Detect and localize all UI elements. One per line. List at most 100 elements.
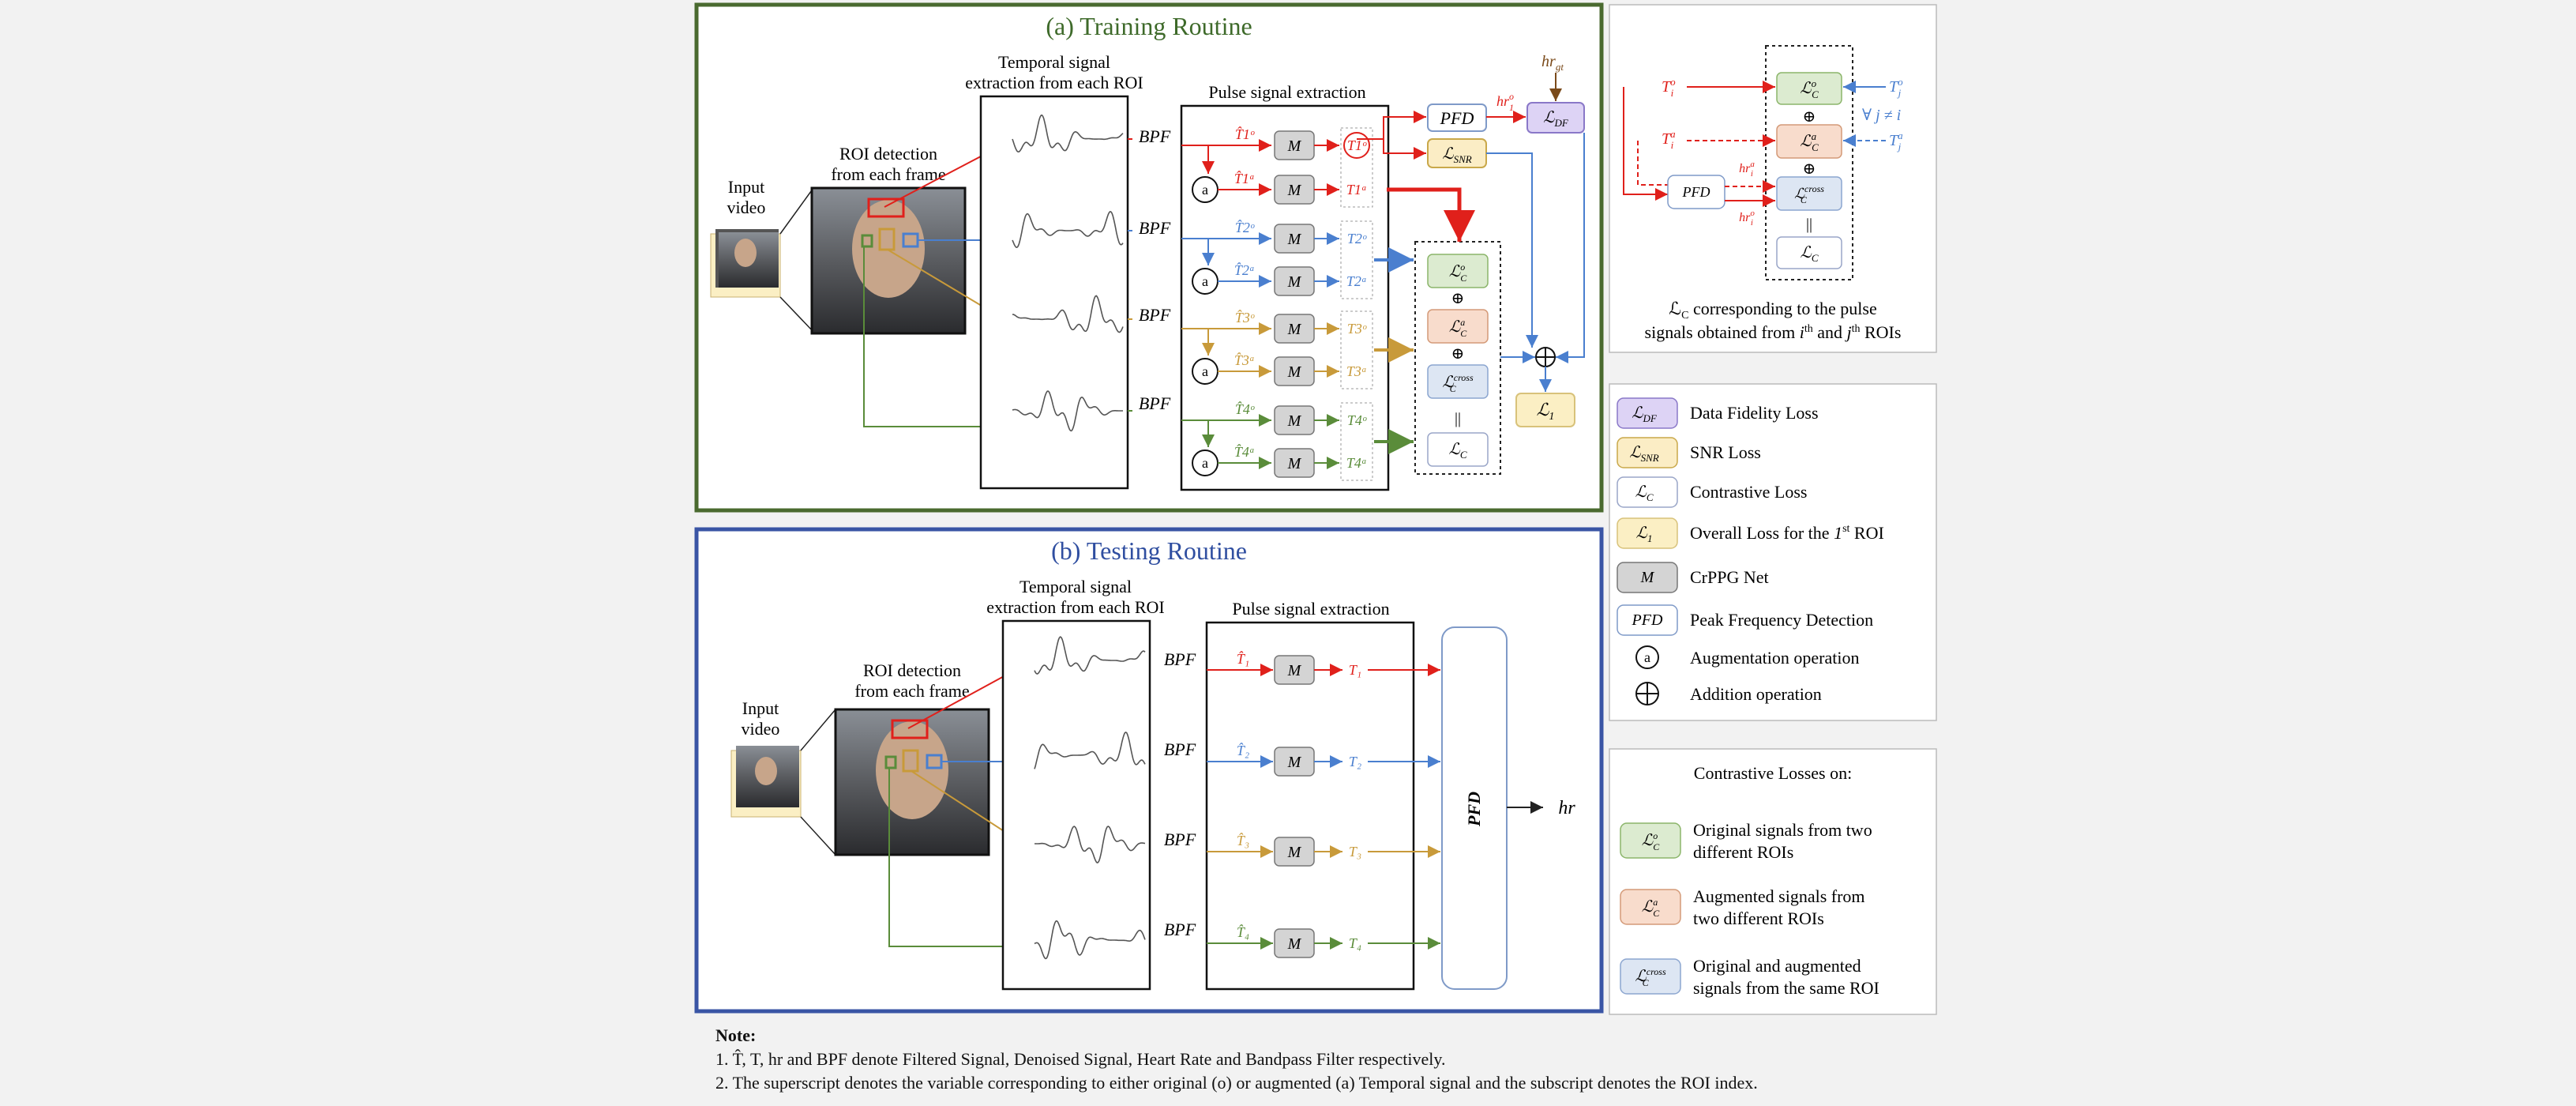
legend-item: a Augmentation operation	[1635, 645, 1859, 669]
testing-roi-label-1: ROI detection	[863, 660, 961, 680]
legend-panel	[1609, 383, 1937, 721]
temporal-wave	[1034, 636, 1146, 675]
testing-temporal-label-2: extraction from each ROI	[986, 597, 1164, 617]
temporal-wave	[1034, 731, 1146, 769]
training-temporal-label-2: extraction from each ROI	[965, 73, 1143, 92]
testing-hr-label: hr	[1558, 798, 1575, 818]
training-temporal-label-1: Temporal signal	[998, 52, 1110, 72]
crppg-net-label: M	[1287, 754, 1302, 771]
contrastive-pfd-box	[1667, 175, 1725, 209]
augmentation-label: a	[1202, 182, 1208, 198]
contrastive-caption-1: ℒC corresponding to the pulse	[1669, 299, 1877, 322]
testing-pfd-label: PFD	[1464, 792, 1484, 827]
lc-box	[1427, 432, 1489, 467]
legend-label: Overall Loss for the 1st ROI	[1690, 523, 1884, 543]
temporal-wave	[1012, 211, 1124, 249]
legend-label: Augmentation operation	[1690, 648, 1859, 668]
legend-item: Addition operation	[1635, 682, 1822, 705]
note-line-1: 1. T̂, T, hr and BPF denote Filtered Sig…	[715, 1049, 1446, 1069]
svg-text:Toi: Toi	[1662, 76, 1676, 99]
training-l1-box	[1515, 393, 1575, 427]
temporal-wave	[1035, 826, 1146, 864]
testing-roi-face-frame	[834, 708, 990, 856]
svg-text:⊕: ⊕	[1451, 345, 1465, 363]
crppg-net-label: M	[1287, 182, 1302, 199]
temporal-wave	[1012, 114, 1124, 153]
training-input-label-2: video	[727, 198, 766, 217]
svg-text:⊕: ⊕	[1803, 108, 1816, 126]
training-ldf-box	[1526, 102, 1585, 134]
svg-text:Toj: Toj	[1889, 76, 1903, 99]
svg-text:T̂1ᵃ: T̂1ᵃ	[1234, 171, 1255, 186]
svg-text:T̂₂: T̂₂	[1237, 743, 1249, 758]
svg-text:M: M	[1640, 569, 1655, 586]
contrastive-legend-line: different ROIs	[1693, 842, 1793, 862]
testing-input-label-1: Input	[742, 698, 779, 718]
svg-text:T̂3ᵒ: T̂3ᵒ	[1235, 310, 1255, 325]
svg-text:ℒoC: ℒoC	[1800, 77, 1819, 100]
contrastive-legend-line: Original and augmented	[1693, 956, 1861, 976]
crppg-net-label: M	[1287, 363, 1302, 381]
training-roi-face-frame	[810, 186, 967, 335]
legend-label: SNR Loss	[1690, 442, 1761, 462]
svg-text:Taj: Taj	[1889, 130, 1903, 152]
crppg-net-label: M	[1287, 231, 1302, 248]
svg-text:⊕: ⊕	[1803, 160, 1816, 178]
svg-text:T₃: T₃	[1349, 844, 1361, 860]
svg-text:T4ᵒ: T4ᵒ	[1347, 412, 1367, 428]
crppg-net-label: M	[1287, 662, 1302, 679]
testing-bpf-1: BPF	[1164, 649, 1196, 669]
training-pulse-rows: aT̂1ᵒT̂1ᵃMMT1ᵒT1ᵃaT̂2ᵒT̂2ᵃMMT2ᵒT2ᵃaT̂3ᵒT…	[1181, 126, 1414, 481]
svg-text:a: a	[1644, 649, 1650, 665]
legend-label: Peak Frequency Detection	[1690, 610, 1873, 630]
contrastive-pfd-label: PFD	[1682, 184, 1710, 200]
svg-text:||: ||	[1455, 410, 1461, 427]
svg-text:⊕: ⊕	[1451, 290, 1465, 307]
svg-text:T₁: T₁	[1349, 662, 1361, 678]
augmentation-label: a	[1202, 455, 1208, 471]
note-block: Note: 1. T̂, T, hr and BPF denote Filter…	[715, 1024, 1758, 1095]
crppg-net-label: M	[1287, 455, 1302, 472]
contrastive-legend-line: two different ROIs	[1693, 908, 1824, 928]
svg-text:T̂3ᵃ: T̂3ᵃ	[1234, 352, 1255, 368]
crppg-net-label: M	[1287, 273, 1302, 291]
contrastive-legend-title: Contrastive Losses on:	[1694, 763, 1852, 783]
contrastive-legend-line: Augmented signals from	[1693, 886, 1865, 906]
svg-text:ℒoC: ℒoC	[1642, 830, 1660, 852]
svg-text:ℒaC: ℒaC	[1800, 130, 1819, 153]
legend-label: Data Fidelity Loss	[1690, 403, 1819, 423]
testing-bpf-3: BPF	[1164, 830, 1196, 849]
svg-text:T̂₁: T̂₁	[1237, 651, 1249, 667]
svg-text:T2ᵒ: T2ᵒ	[1347, 231, 1367, 246]
crppg-net-label: M	[1287, 321, 1302, 338]
contrastive-forall: ∀ j ≠ i	[1862, 107, 1901, 124]
training-temporal-waves	[1012, 114, 1132, 432]
testing-pulse-label: Pulse signal extraction	[1232, 599, 1389, 619]
testing-title: (b) Testing Routine	[1051, 536, 1247, 565]
contrastive-detail-panel	[1609, 4, 1937, 353]
testing-input-video-icon	[730, 746, 802, 818]
svg-text:T̂4ᵒ: T̂4ᵒ	[1235, 401, 1255, 417]
training-input-video-icon	[710, 229, 781, 298]
svg-text:Tai: Tai	[1662, 128, 1676, 151]
training-pfd-label: PFD	[1440, 108, 1474, 128]
svg-text:T̂1ᵒ: T̂1ᵒ	[1235, 126, 1255, 142]
crppg-net-label: M	[1287, 844, 1302, 861]
svg-text:T2ᵃ: T2ᵃ	[1346, 273, 1367, 289]
svg-text:T̂4ᵃ: T̂4ᵃ	[1234, 444, 1255, 460]
note-line-2: 2. The superscript denotes the variable …	[715, 1073, 1758, 1093]
training-roi-label-2: from each frame	[831, 164, 945, 184]
